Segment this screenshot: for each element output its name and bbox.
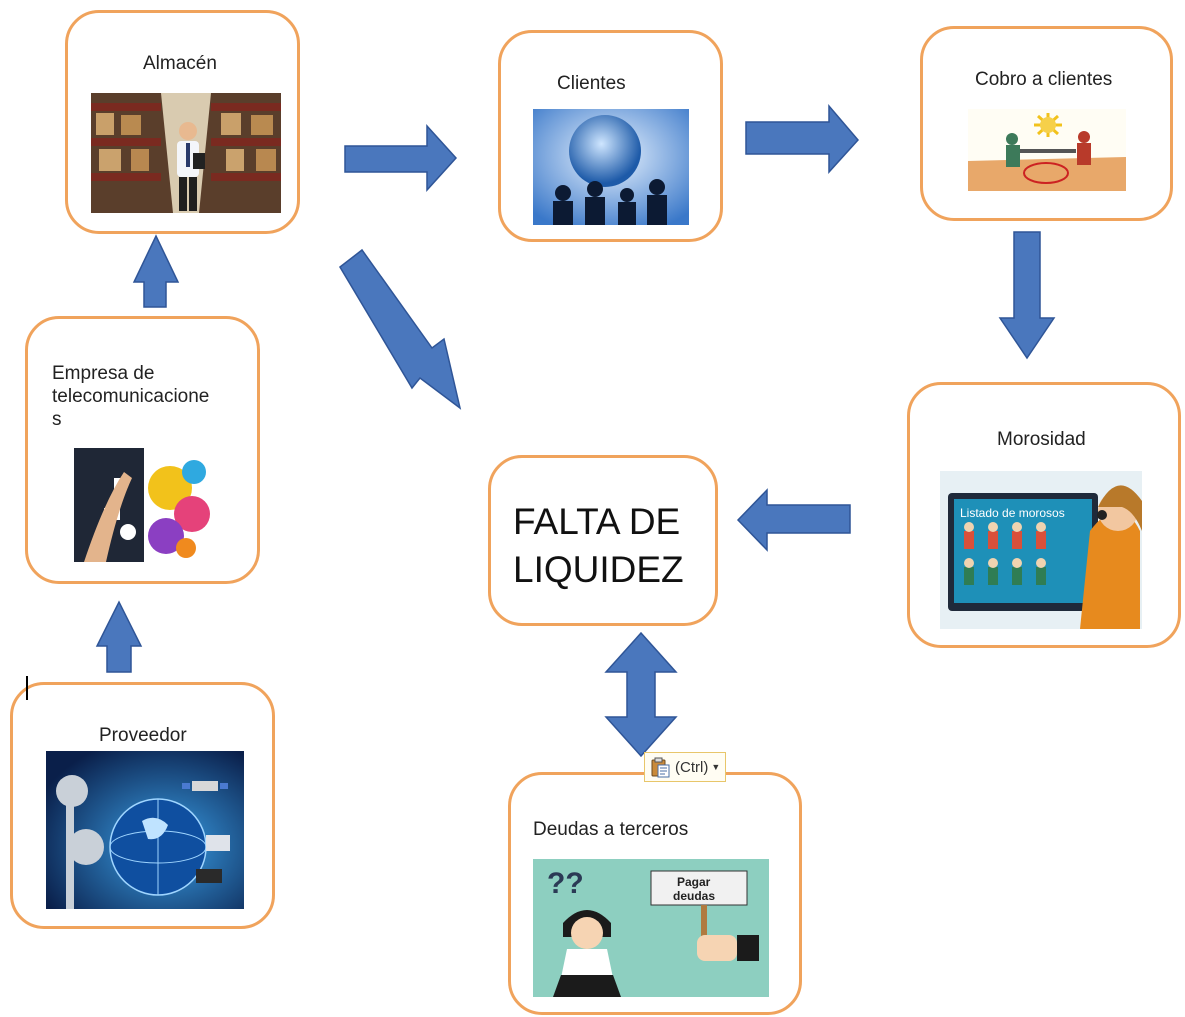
node-almacen[interactable]: Almacén — [65, 10, 300, 234]
paste-options-button[interactable]: (Ctrl) ▼ — [644, 752, 726, 782]
paste-options-label: (Ctrl) — [675, 758, 709, 776]
pagar-sign-line1: Pagar — [677, 875, 711, 889]
falta-liquidez-line2: LIQUIDEZ — [513, 549, 684, 590]
payment-handshake-image — [968, 109, 1126, 191]
arrow-almacen-to-clientes — [344, 124, 458, 192]
network-globe-image — [46, 751, 244, 909]
pagar-sign-line2: deudas — [673, 889, 715, 903]
empresa-label-line2: telecomunicacione — [52, 386, 210, 407]
node-proveedor[interactable]: Proveedor — [10, 682, 275, 929]
morosos-sign-text: Listado de morosos — [960, 506, 1065, 520]
arrow-almacen-to-falta — [339, 248, 462, 410]
arrow-cobro-to-morosidad — [998, 231, 1056, 360]
node-morosidad[interactable]: Morosidad Listado de morosos — [907, 382, 1181, 648]
node-cobro-clientes[interactable]: Cobro a clientes — [920, 26, 1173, 221]
text-caret — [26, 676, 28, 700]
node-almacen-label: Almacén — [143, 53, 217, 74]
telecom-icons-image — [74, 448, 212, 562]
node-clientes-label: Clientes — [557, 73, 626, 94]
caret-down-icon: ▼ — [711, 762, 721, 772]
arrow-clientes-to-cobro — [745, 103, 859, 174]
empresa-label-line3: s — [52, 409, 62, 430]
clipboard-icon — [651, 757, 670, 778]
arrow-empresa-to-almacen — [132, 234, 180, 308]
arrow-proveedor-to-empresa — [95, 600, 143, 673]
node-empresa-telecom[interactable]: Empresa de telecomunicacione s — [25, 316, 260, 584]
pay-debts-image: ?? Pagar deudas — [533, 859, 769, 997]
node-morosidad-label: Morosidad — [997, 429, 1086, 450]
node-falta-liquidez[interactable]: FALTA DE LIQUIDEZ — [488, 455, 718, 626]
node-deudas-terceros[interactable]: Deudas a terceros ?? Pagar deudas — [508, 772, 802, 1015]
node-deudas-label: Deudas a terceros — [533, 819, 689, 840]
warehouse-image — [91, 93, 281, 213]
questions-text: ?? — [547, 867, 584, 900]
node-clientes[interactable]: Clientes — [498, 30, 723, 242]
node-proveedor-label: Proveedor — [99, 725, 187, 746]
empresa-label-line1: Empresa de — [52, 363, 155, 384]
arrow-morosidad-to-falta — [736, 488, 851, 552]
clients-globe-image — [533, 109, 689, 225]
node-cobro-label: Cobro a clientes — [975, 69, 1113, 90]
debtors-list-image: Listado de morosos — [940, 471, 1142, 629]
arrow-falta-deudas-double — [604, 631, 678, 758]
falta-liquidez-line1: FALTA DE — [513, 501, 681, 542]
